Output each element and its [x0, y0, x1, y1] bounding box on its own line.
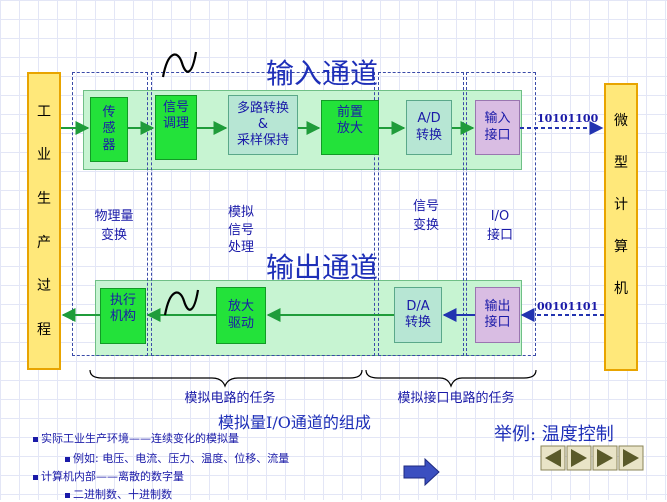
physical-stage-frame [72, 72, 148, 356]
analog-interface-tasks-label: 模拟接口电路的任务 [397, 391, 515, 406]
bullet-item: 二进制数、十进制数 [65, 486, 172, 502]
adc-block: A/D 转换 [406, 100, 452, 155]
computer-char: 机 [614, 281, 628, 297]
input-channel-title: 输入通道 [266, 57, 379, 90]
io-interface-label: I/O 接口 [486, 209, 513, 243]
process-char: 工 [37, 103, 51, 120]
bullet-icon [65, 492, 70, 498]
bullet-item: 实际工业生产环境——连续变化的模拟量 [33, 430, 239, 446]
computer-char: 计 [614, 197, 628, 213]
bullet-icon [33, 474, 38, 480]
analog-circuit-tasks-label: 模拟电路的任务 [184, 391, 276, 406]
sensor-block: 传 感 器 [90, 97, 128, 162]
analog-stage-frame [151, 72, 375, 356]
process-char: 过 [37, 278, 51, 295]
signal-conversion-label: 信号 变换 [412, 199, 439, 233]
driver-amplifier-block: 放大 驱动 [216, 287, 266, 344]
industrial-process-label: 工 业 生 产 过 程 [27, 90, 61, 352]
analog-signal-processing-label: 模拟 信号 处理 [227, 205, 254, 256]
process-char: 程 [37, 322, 51, 339]
process-char: 业 [37, 147, 51, 164]
computer-char: 型 [614, 155, 628, 171]
diagram-caption: 模拟量I/O通道的组成 [218, 413, 371, 432]
output-channel-title: 输出通道 [266, 251, 379, 284]
output-port-block: 输出 接口 [475, 287, 520, 343]
preamplifier-block: 前置 放大 [321, 100, 379, 155]
signal-conditioning-block: 信号 调理 [155, 95, 197, 160]
bullet-item: 例如: 电压、电流、压力、温度、位移、流量 [65, 450, 289, 466]
microcomputer-label: 微 型 计 算 机 [604, 100, 638, 310]
microcomputer-column [604, 83, 638, 371]
industrial-process-column [27, 72, 61, 370]
dac-block: D/A 转换 [394, 287, 442, 343]
input-port-block: 输入 接口 [475, 100, 520, 155]
computer-char: 算 [614, 239, 628, 255]
bullet-item: 计算机内部——离散的数字量 [33, 468, 184, 484]
bullet-icon [65, 456, 70, 462]
process-char: 产 [37, 234, 51, 251]
bullet-icon [33, 436, 38, 442]
output-bits-label: 00101101 [537, 300, 599, 313]
conversion-stage-frame [378, 72, 464, 356]
multiplexer-sample-hold-block: 多路转换 & 采样保持 [228, 95, 298, 155]
physical-conversion-label: 物理量 变换 [94, 209, 134, 243]
process-char: 生 [37, 191, 51, 208]
actuator-block: 执行 机构 [100, 288, 146, 344]
input-bits-label: 10101100 [537, 112, 599, 125]
io-stage-frame [466, 72, 536, 356]
example-label: 举例: 温度控制 [494, 424, 614, 445]
computer-char: 微 [614, 113, 628, 129]
